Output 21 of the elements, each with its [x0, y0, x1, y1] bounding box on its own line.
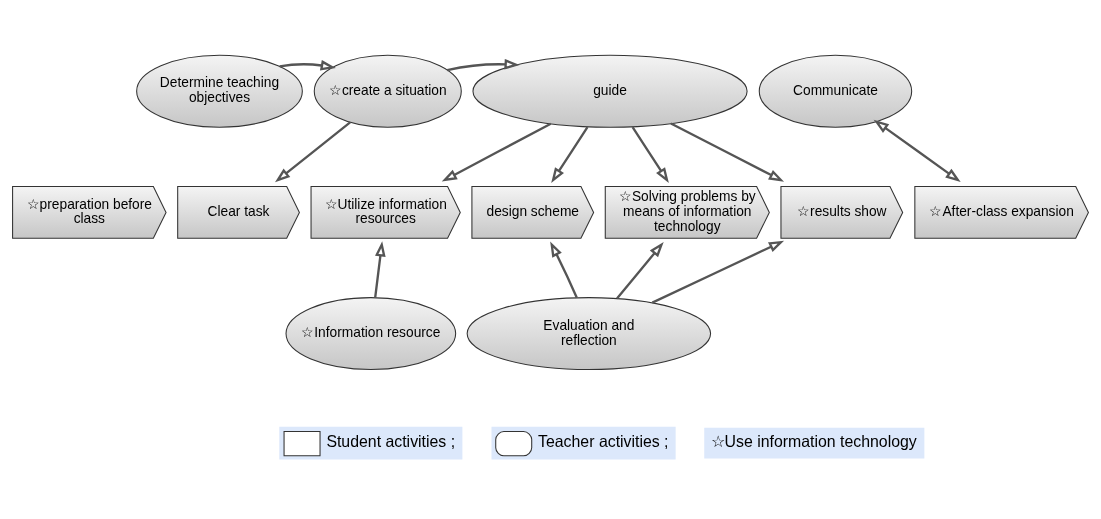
arrow — [279, 60, 336, 71]
legend-label: ☆Use information technology — [710, 433, 917, 451]
arrow — [651, 240, 785, 304]
legend-label: Student activities ; — [326, 433, 456, 451]
arrow — [441, 122, 552, 182]
arrow — [631, 126, 669, 183]
node-ellipse: ☆Information resource — [285, 297, 457, 371]
node-ellipse: guide — [472, 54, 748, 128]
arrow — [551, 126, 589, 183]
arrow — [873, 119, 961, 182]
arrow — [616, 242, 664, 300]
legend-label: Teacher activities ; — [538, 433, 669, 451]
arrow — [374, 241, 386, 298]
node-ellipse: Communicate — [758, 54, 913, 128]
arrow — [275, 121, 351, 183]
arrow — [550, 241, 578, 299]
node-ellipse: Evaluation and reflection — [466, 297, 712, 371]
node-ellipse: Determine teaching objectives — [136, 54, 303, 128]
arrow — [670, 122, 785, 182]
arrow — [447, 58, 520, 72]
node-ellipse: ☆create a situation — [313, 54, 462, 128]
